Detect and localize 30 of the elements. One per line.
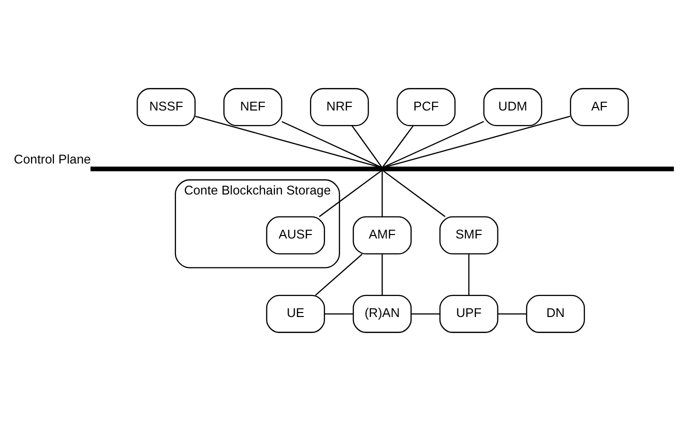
connector (498, 313, 526, 314)
node-box: PCF (396, 88, 456, 126)
node-box: NEF (223, 88, 282, 126)
connector (382, 170, 383, 217)
node-box: (R)AN (352, 294, 412, 333)
connector (382, 170, 446, 218)
node-box: AF (570, 88, 629, 126)
node-box: SMF (439, 216, 498, 254)
node-box: UE (266, 294, 326, 333)
node-bar (90, 166, 674, 172)
node-box: NSSF (136, 88, 196, 126)
connector (315, 254, 362, 296)
connector (382, 254, 383, 296)
connector (411, 313, 440, 314)
node-label: Control Plane (14, 152, 91, 166)
connector (384, 120, 484, 168)
node-box: NRF (310, 88, 369, 126)
connector (195, 116, 380, 168)
node-box: AUSF (266, 216, 326, 254)
connector (468, 254, 470, 296)
connector (318, 170, 382, 218)
node-box: UPF (439, 294, 498, 333)
node-box: UDM (483, 88, 542, 126)
node-box: DN (526, 294, 585, 333)
connector (324, 313, 353, 314)
connector (352, 125, 382, 168)
node-box: AMF (352, 216, 412, 254)
connector (384, 116, 570, 168)
connector (382, 125, 414, 168)
connector (282, 121, 381, 168)
